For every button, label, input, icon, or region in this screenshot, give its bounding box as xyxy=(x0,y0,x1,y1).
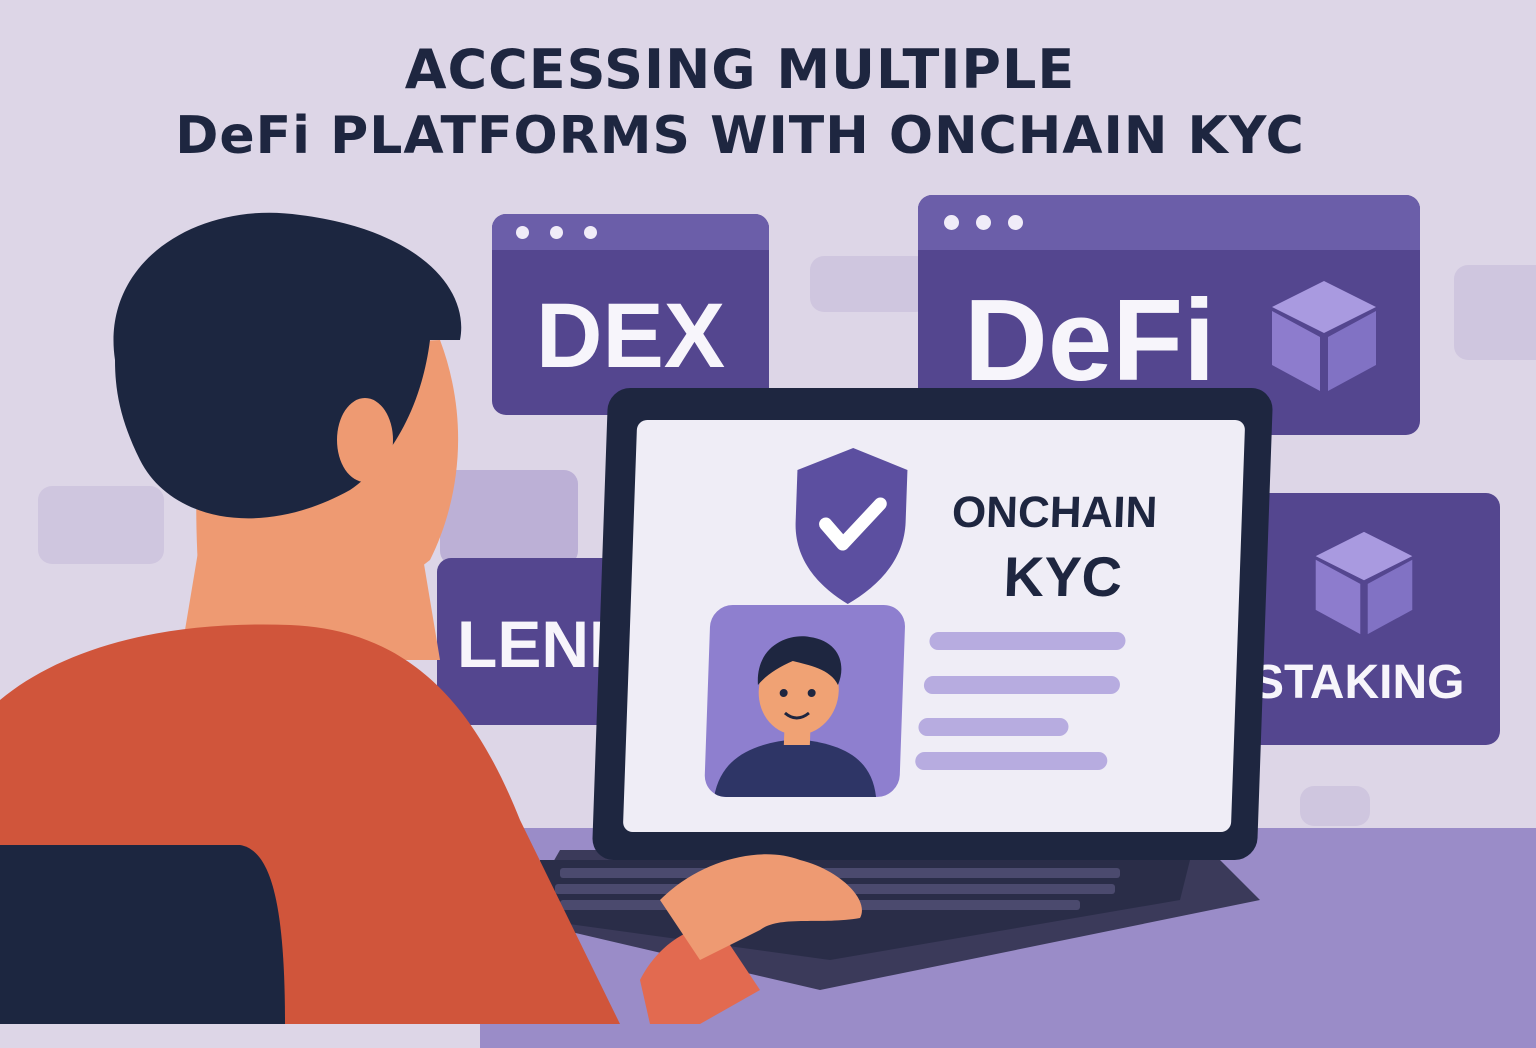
laptop-screen: ONCHAIN KYC xyxy=(622,420,1246,832)
defi-label: DeFi xyxy=(964,275,1216,405)
cube-icon xyxy=(1315,531,1413,635)
background-card xyxy=(440,470,578,565)
background-card xyxy=(810,256,930,312)
staking-panel[interactable]: STAKING xyxy=(1228,493,1500,745)
person xyxy=(0,212,862,1024)
avatar xyxy=(704,605,906,797)
title-line-1: ACCESSING MULTIPLE xyxy=(404,38,1076,101)
dex-label: DEX xyxy=(536,285,726,387)
background-card xyxy=(38,486,164,564)
staking-label: STAKING xyxy=(1252,656,1465,709)
background-card xyxy=(1300,786,1370,826)
dex-panel[interactable]: DEX xyxy=(492,214,769,415)
title-line-2: DeFi PLATFORMS WITH ONCHAIN KYC xyxy=(175,106,1305,166)
shield-check-icon xyxy=(795,448,908,604)
cube-icon xyxy=(1272,281,1376,391)
background-card xyxy=(1454,265,1536,360)
